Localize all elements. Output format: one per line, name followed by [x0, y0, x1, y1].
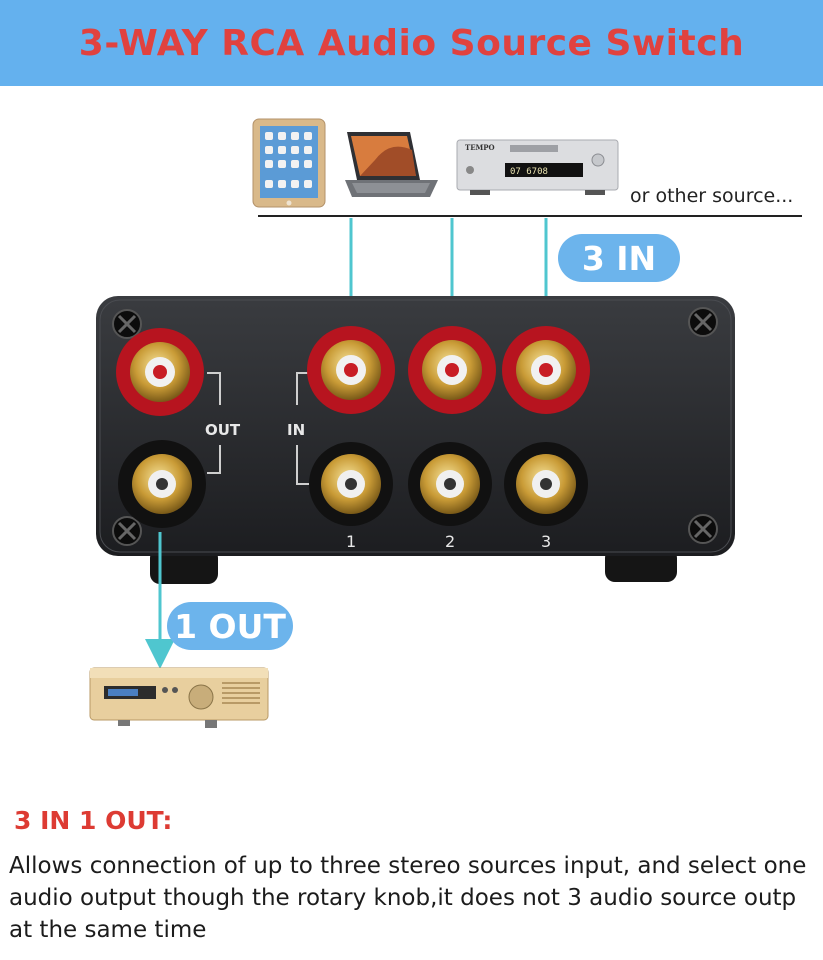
channel-number-2: 2	[445, 532, 455, 551]
receiver-device	[89, 667, 269, 728]
description-container: Allows connection of up to three stereo …	[0, 840, 823, 960]
in-jack-red-1	[307, 326, 395, 414]
cd-player-device: TEMPO 07 6708	[456, 139, 619, 195]
title-banner: 3-WAY RCA Audio Source Switch	[0, 0, 823, 86]
panel-bracket-lines	[207, 372, 310, 485]
description-heading: 3 IN 1 OUT:	[14, 806, 173, 835]
other-source-note: or other source...	[630, 185, 794, 207]
in-jack-white-3	[504, 442, 588, 526]
description-body: Allows connection of up to three stereo …	[9, 853, 807, 943]
in-label: IN	[287, 421, 306, 439]
switch-back-panel	[96, 296, 735, 584]
channel-number-1: 1	[346, 532, 356, 551]
out-jack-red	[116, 328, 204, 416]
panel-screws	[112, 307, 718, 546]
in-jack-red-2	[408, 326, 496, 414]
cd-brand-text: TEMPO	[465, 143, 495, 152]
page-title: 3-WAY RCA Audio Source Switch	[78, 22, 745, 64]
out-label: OUT	[205, 421, 241, 439]
channel-number-labels: 1 2 3	[346, 532, 551, 551]
in-jack-white-2	[408, 442, 492, 526]
tablet-device	[252, 118, 326, 208]
one-out-badge: 1 OUT	[167, 602, 293, 650]
in-jack-white-1	[309, 442, 393, 526]
cd-display-text: 07 6708	[510, 167, 548, 177]
channel-number-3: 3	[541, 532, 551, 551]
three-in-badge: 3 IN	[558, 234, 680, 282]
product-illustration: TEMPO 07 6708	[89, 118, 802, 728]
laptop-device	[345, 132, 438, 197]
in-jack-red-3	[502, 326, 590, 414]
out-jack-white	[118, 440, 206, 528]
